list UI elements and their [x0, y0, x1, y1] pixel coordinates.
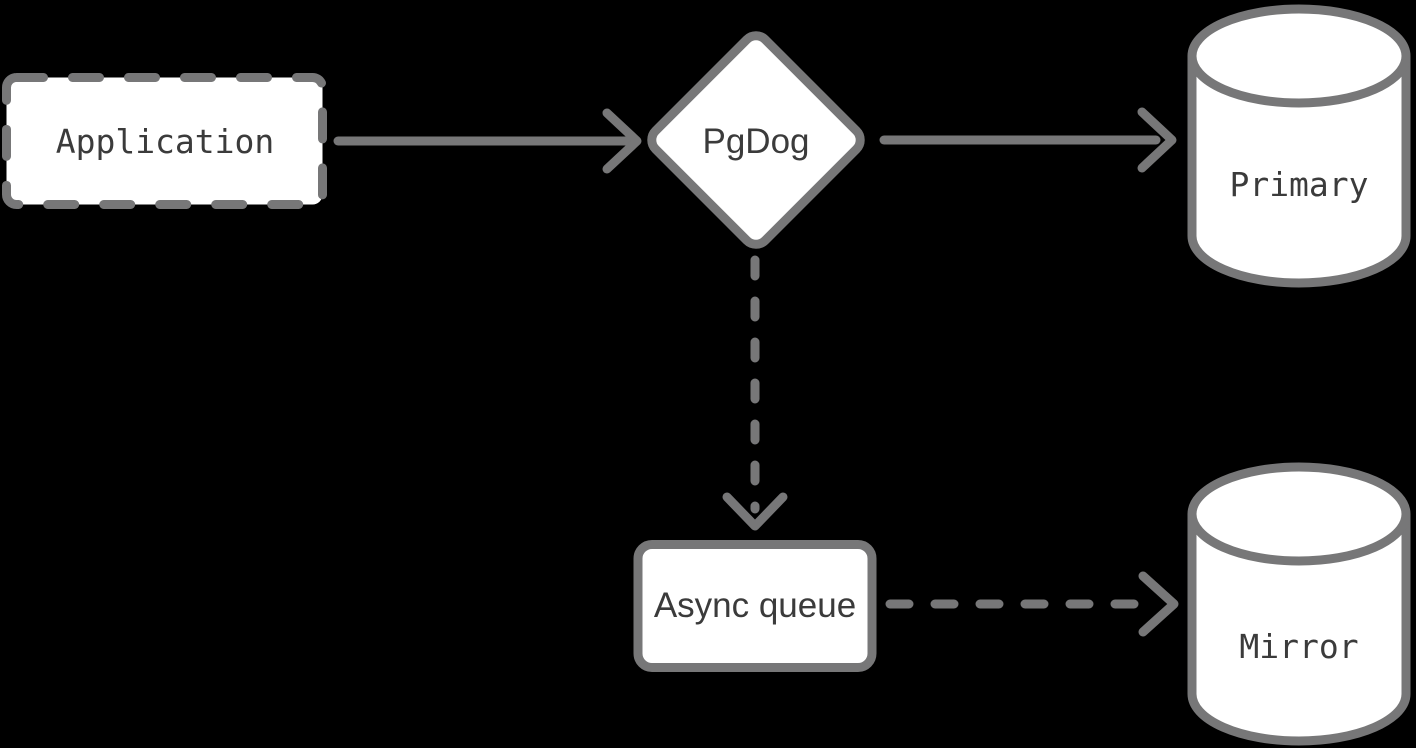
arrow-pgdog-to-primary — [879, 107, 1177, 173]
primary-db-node: Primary — [1187, 4, 1411, 288]
primary-label: Primary — [1229, 165, 1368, 204]
arrow-async-queue-to-mirror — [885, 571, 1179, 637]
arrowhead-icon — [602, 108, 642, 174]
pgdog-label: PgDog — [702, 122, 809, 161]
arrowhead-icon — [1138, 571, 1179, 637]
mirror-cylinder-top — [1187, 462, 1411, 566]
mirror-label: Mirror — [1239, 627, 1358, 666]
primary-cylinder-body — [1187, 56, 1411, 288]
mirror-db-node: Mirror — [1187, 462, 1411, 746]
application-node: Application — [2, 73, 327, 209]
pgdog-node: PgDog — [647, 31, 865, 249]
arrowhead-icon — [1137, 107, 1177, 173]
arrowhead-icon — [722, 492, 788, 531]
async-queue-label: Async queue — [654, 586, 856, 625]
application-label: Application — [56, 122, 275, 161]
arrow-pgdog-to-async-queue — [722, 255, 788, 531]
primary-cylinder-top — [1187, 4, 1411, 108]
application-box — [2, 73, 327, 209]
pgdog-diamond — [647, 31, 865, 249]
mirror-cylinder-body — [1187, 514, 1411, 746]
async-queue-box — [633, 540, 877, 672]
arrow-application-to-pgdog — [333, 108, 642, 174]
async-queue-node: Async queue — [633, 540, 877, 672]
